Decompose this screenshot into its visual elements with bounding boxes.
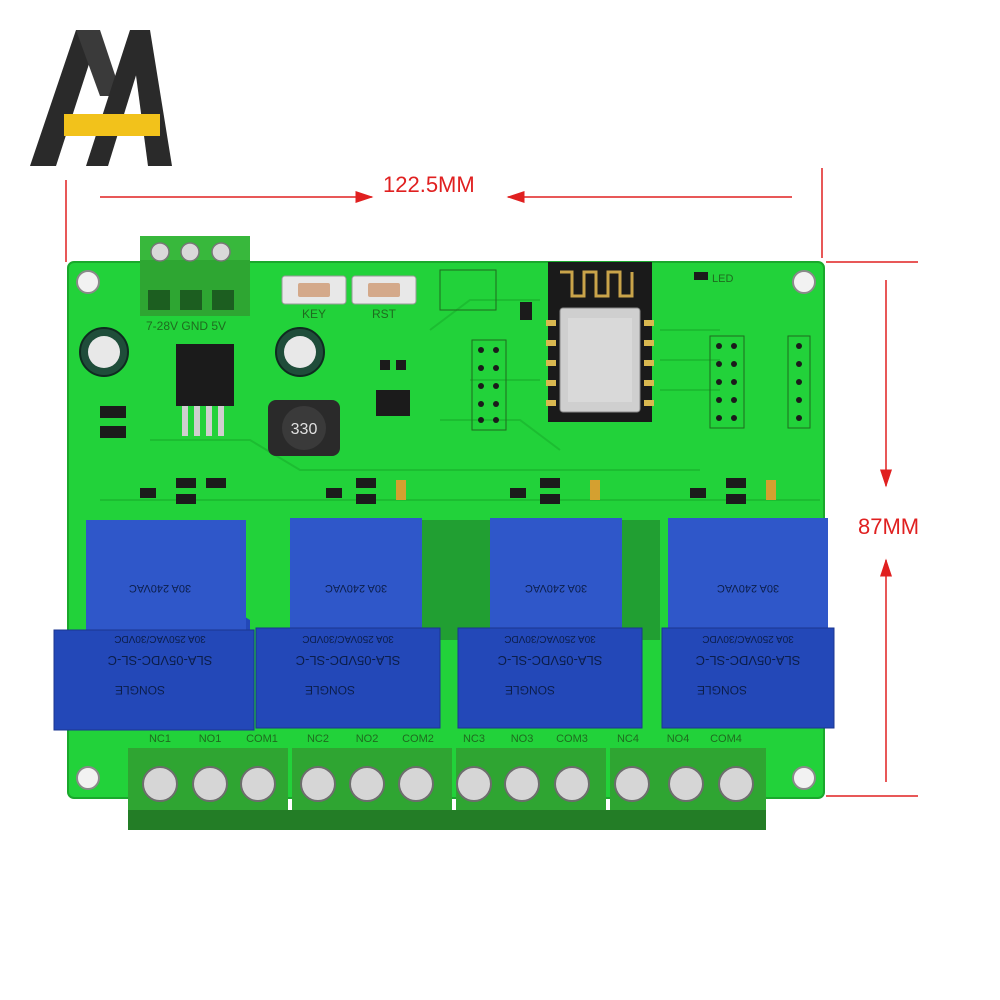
key-button[interactable] [281, 275, 347, 305]
relay-2-rating-2: 30A 250VAC/30VDC [302, 633, 394, 644]
inductor-marking: 330 [291, 421, 318, 438]
width-dimension-label: 122.5MM [383, 172, 475, 197]
terminal-label-no3: NO3 [511, 733, 534, 745]
terminal-label-no4: NO4 [667, 733, 690, 745]
terminal-label-nc1: NC1 [149, 733, 171, 745]
relay-1 [53, 520, 255, 731]
relay-4-rating-2: 30A 250VAC/30VDC [702, 633, 794, 644]
terminal-label-no1: NO1 [199, 733, 222, 745]
key-button-label: KEY [302, 307, 326, 321]
rst-button-label: RST [372, 307, 397, 321]
smd-components [100, 302, 532, 438]
relay-1-rating-1: 30A 240VAC [129, 582, 191, 594]
terminal-label-com2: COM2 [402, 733, 434, 745]
relay-2-rating-1: 30A 240VAC [325, 582, 387, 594]
terminal-label-com1: COM1 [246, 733, 278, 745]
inductor [268, 400, 340, 456]
led-label: LED [712, 273, 733, 285]
wifi-module [546, 262, 654, 422]
terminal-screws [142, 766, 754, 802]
relay-2 [255, 518, 441, 729]
status-led [694, 272, 708, 280]
terminal-label-nc3: NC3 [463, 733, 485, 745]
power-terminal-block [140, 236, 250, 316]
relay-2-brand: SONGLE [305, 683, 355, 697]
relay-3-model: SLA-05VDC-SL-C [498, 653, 603, 668]
brand-logo-icon [30, 30, 172, 166]
relay-3-rating-2: 30A 250VAC/30VDC [504, 633, 596, 644]
terminal-label-com4: COM4 [710, 733, 742, 745]
pin-headers [439, 269, 811, 431]
power-label: 7-28V GND 5V [146, 319, 226, 333]
height-dimension-lines [826, 261, 918, 797]
terminal-label-no2: NO2 [356, 733, 379, 745]
terminal-label-nc2: NC2 [307, 733, 329, 745]
relay-4 [661, 518, 835, 729]
rst-button[interactable] [351, 275, 417, 305]
voltage-regulator [176, 344, 234, 436]
relay-driver-components [140, 478, 776, 504]
relay-4-rating-1: 30A 240VAC [717, 582, 779, 594]
relay-2-model: SLA-05VDC-SL-C [296, 653, 401, 668]
relay-1-model: SLA-05VDC-SL-C [108, 653, 213, 668]
terminal-label-nc4: NC4 [617, 733, 639, 745]
electrolytic-capacitors [79, 327, 325, 377]
height-dimension-label: 87MM [858, 514, 920, 539]
terminal-labels: NC1 NO1 COM1 NC2 NO2 COM2 NC3 NO3 COM3 N… [149, 733, 742, 745]
width-dimension-lines [65, 168, 823, 262]
relay-3-brand: SONGLE [505, 683, 555, 697]
relay-3 [457, 518, 643, 729]
terminal-label-com3: COM3 [556, 733, 588, 745]
relay-4-brand: SONGLE [697, 683, 747, 697]
relay-3-rating-1: 30A 240VAC [525, 582, 587, 594]
relay-1-brand: SONGLE [115, 683, 165, 697]
relay-4-model: SLA-05VDC-SL-C [696, 653, 801, 668]
relay-1-rating-2: 30A 250VAC/30VDC [114, 633, 206, 644]
